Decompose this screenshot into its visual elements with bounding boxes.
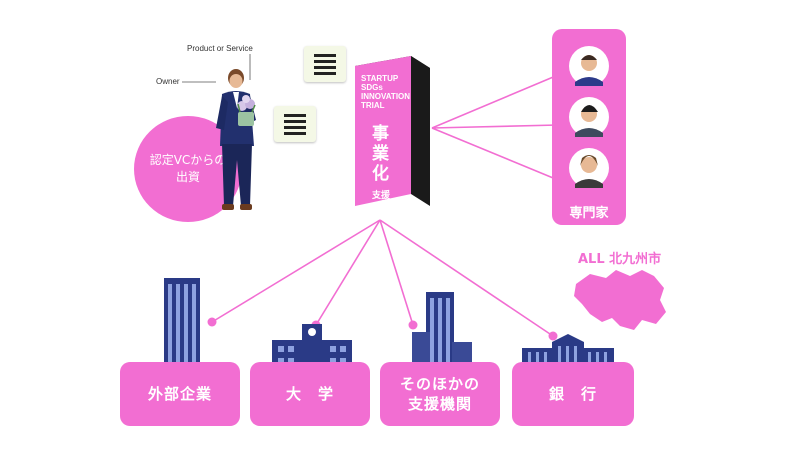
partner-label-bank: 銀 行 xyxy=(548,385,597,403)
partner-box-company: 外部企業 xyxy=(120,362,240,426)
product-label: Product or Service xyxy=(187,44,253,53)
company-building-icon xyxy=(164,278,200,370)
owner-label: Owner xyxy=(156,77,180,86)
tower-line1: STARTUP xyxy=(361,74,399,83)
bank-building-icon xyxy=(522,334,614,372)
support-org-buildings-icon xyxy=(412,292,472,372)
partner-label-company: 外部企業 xyxy=(147,385,212,403)
partner-label-support: そのほかの 支援機関 xyxy=(399,375,480,413)
connector-bank xyxy=(379,219,554,337)
tower-3d xyxy=(355,56,430,206)
connector-company xyxy=(211,219,381,323)
kitakyushu-map xyxy=(574,270,666,330)
partner-box-bank: 銀 行 xyxy=(512,362,634,426)
expert-avatars xyxy=(569,46,609,188)
experts-label: 専門家 xyxy=(569,206,609,221)
businessman-illustration xyxy=(216,69,256,210)
connector-expert-2 xyxy=(431,124,559,129)
tower-line3: INNOVATION xyxy=(361,92,411,101)
tower-line4: TRIAL xyxy=(361,101,385,110)
tower-main-text: 事 業 化 xyxy=(372,124,389,184)
connector-expert-1 xyxy=(431,74,559,129)
document-card-bottom xyxy=(274,106,316,142)
city-label: ALL 北九州市 xyxy=(578,252,662,267)
connector-expert-3 xyxy=(431,127,559,181)
owner-pointer xyxy=(182,81,216,83)
expert-avatar-2 xyxy=(569,97,609,137)
product-pointer xyxy=(249,54,251,80)
partner-label-university: 大 学 xyxy=(285,385,334,403)
expert-avatar-1 xyxy=(569,46,609,86)
partner-box-university: 大 学 xyxy=(250,362,370,426)
partner-box-support: そのほかの 支援機関 xyxy=(380,362,500,426)
document-card-top xyxy=(304,46,346,82)
tower-sub-text: 支援 xyxy=(372,191,391,201)
tower-line2: SDGs xyxy=(361,83,383,92)
connector-support xyxy=(379,219,414,326)
expert-avatar-3 xyxy=(569,148,609,188)
tower-caption: STARTUP SDGs INNOVATION TRIAL xyxy=(361,74,410,110)
connector-university xyxy=(315,219,381,326)
